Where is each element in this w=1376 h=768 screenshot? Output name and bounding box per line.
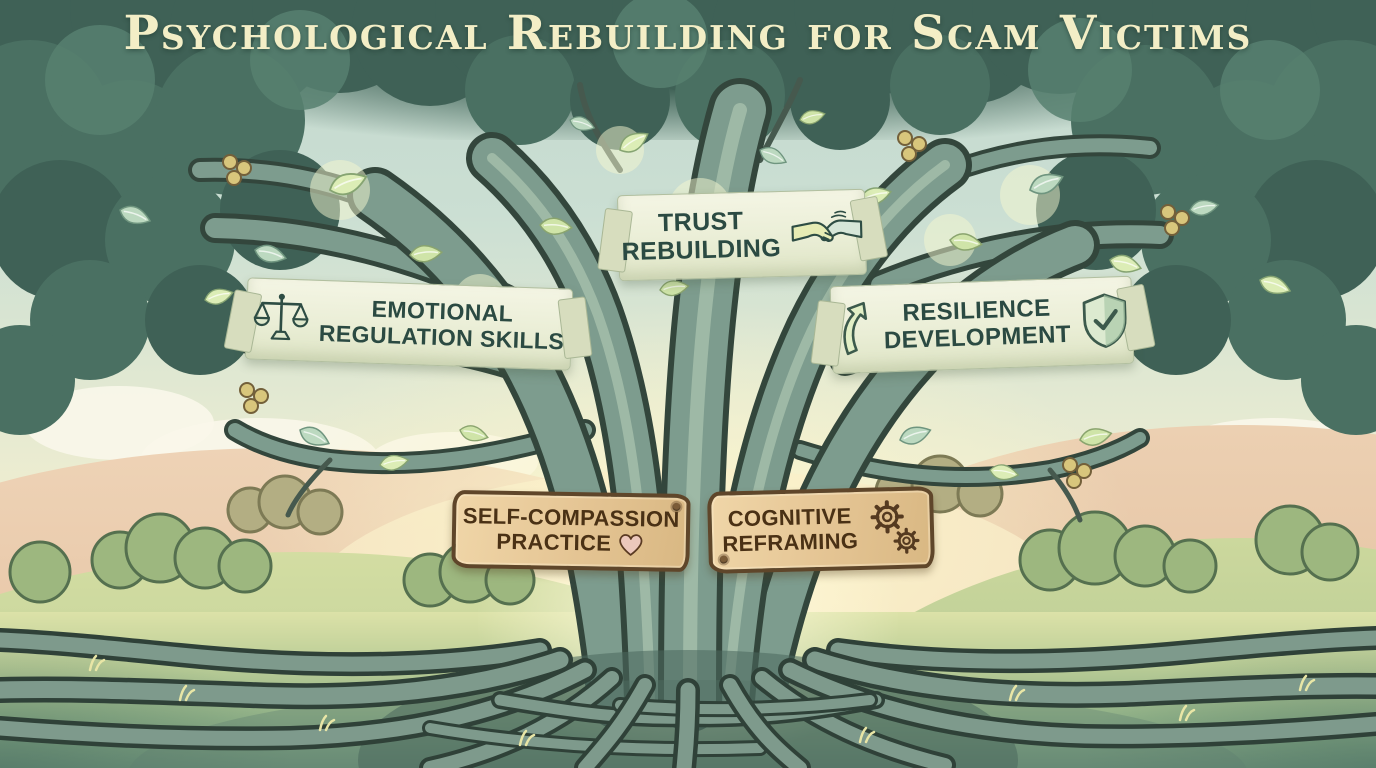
trust-line1: TRUST bbox=[657, 206, 744, 238]
trust-line2: REBUILDING bbox=[621, 233, 782, 267]
selfcomp-line1: SELF-COMPASSION bbox=[462, 503, 680, 533]
emotional-line2: REGULATION SKILLS bbox=[318, 319, 565, 355]
sign-cognitive-reframing: COGNITIVE REFRAMING bbox=[706, 486, 936, 574]
tree-roots bbox=[0, 638, 1376, 768]
hill-bushes bbox=[8, 454, 1360, 608]
ribbon-emotional-regulation: EMOTIONAL REGULATION SKILLS bbox=[244, 277, 574, 371]
growth-arrow-icon bbox=[843, 301, 868, 356]
ribbon-trust-rebuilding: TRUST REBUILDING bbox=[616, 188, 868, 282]
shield-check-icon bbox=[1082, 293, 1127, 348]
nail bbox=[719, 555, 728, 564]
heart-icon bbox=[619, 533, 643, 556]
ribbon-resilience-development: RESILIENCE DEVELOPMENT bbox=[829, 275, 1135, 375]
resilience-line2: DEVELOPMENT bbox=[883, 320, 1072, 355]
cognitive-line2: REFRAMING bbox=[722, 528, 859, 557]
gears-icon bbox=[870, 500, 920, 554]
main-title: Psychological Rebuilding for Scam Victim… bbox=[123, 6, 1253, 61]
berries bbox=[222, 130, 1190, 489]
handshake-icon bbox=[791, 210, 863, 242]
grass-tufts bbox=[88, 654, 1316, 747]
sign-self-compassion: SELF-COMPASSION PRACTICE bbox=[451, 489, 691, 573]
scales-icon bbox=[254, 293, 309, 341]
selfcomp-line2: PRACTICE bbox=[496, 528, 612, 556]
